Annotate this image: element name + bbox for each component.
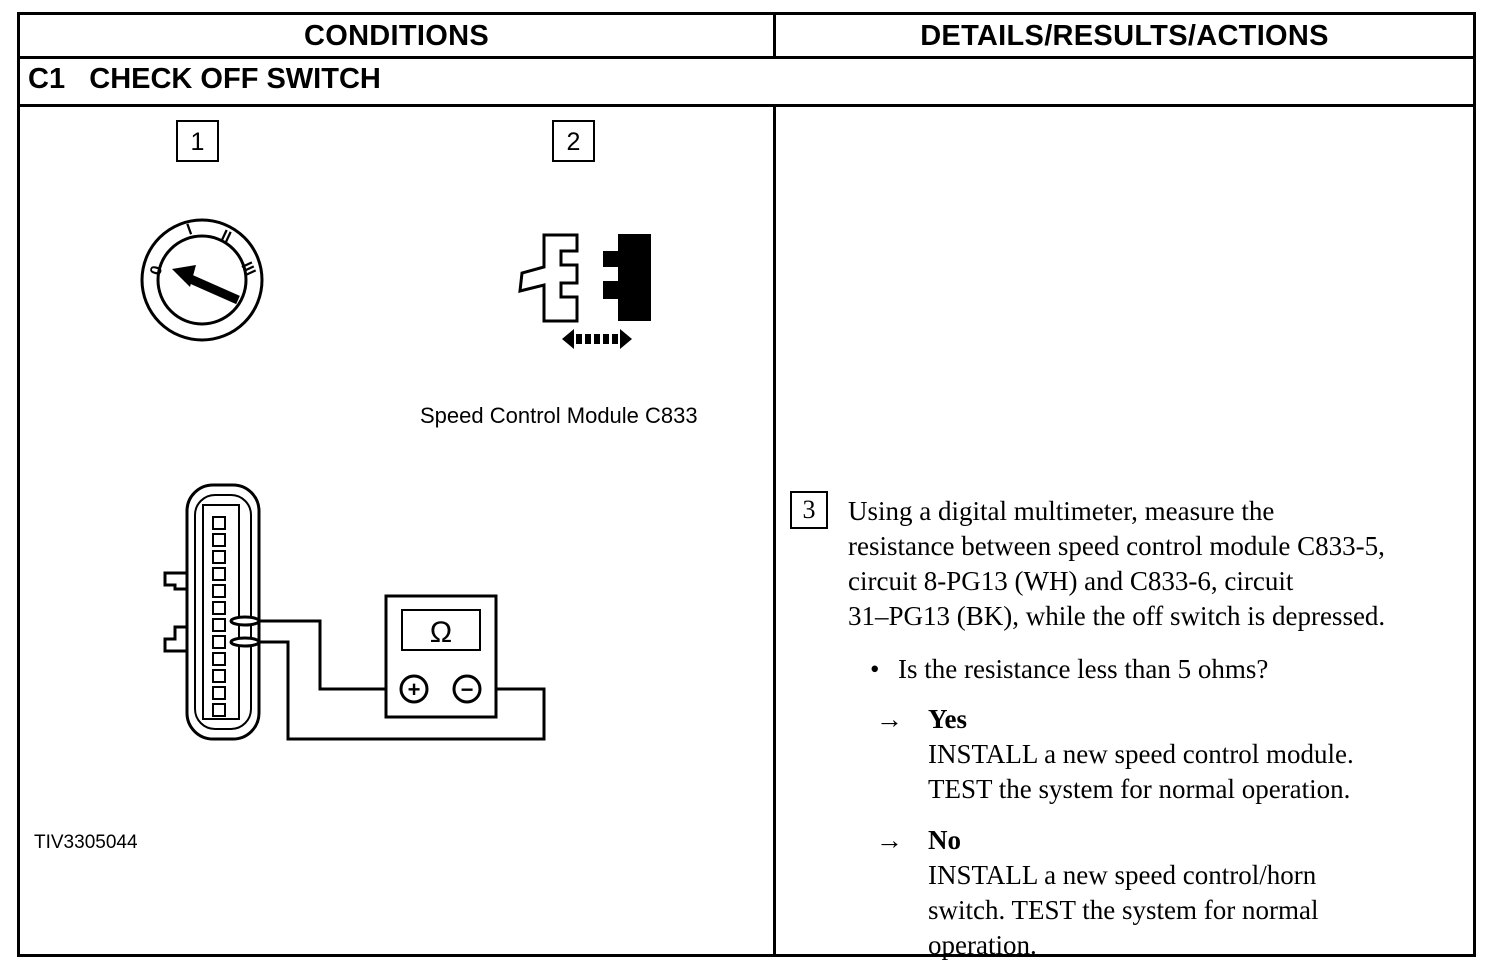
section-row: C1 CHECK OFF SWITCH xyxy=(20,59,1473,107)
ignition-pos-3: III xyxy=(237,260,258,279)
condition-illustration: 1 2 0 I II III xyxy=(34,120,698,853)
instruction-line: resistance between speed control module … xyxy=(848,531,1385,561)
action-line: TEST the system for normal operation. xyxy=(928,774,1351,804)
test-leads xyxy=(259,619,546,741)
details-header: DETAILS/RESULTS/ACTIONS xyxy=(920,20,1329,52)
header-row: CONDITIONS DETAILS/RESULTS/ACTIONS xyxy=(20,15,1473,59)
body-row: 1 2 0 I II III xyxy=(20,107,1476,960)
ohm-symbol: Ω xyxy=(430,616,452,649)
conditions-cell: 1 2 0 I II III xyxy=(20,107,773,954)
module-connector-icon xyxy=(163,483,261,741)
column-divider xyxy=(773,107,776,954)
step-1-label: 1 xyxy=(191,128,205,156)
ignition-switch-icon: 0 I II III xyxy=(140,218,264,342)
instruction-line: 31–PG13 (BK), while the off switch is de… xyxy=(848,601,1386,631)
step-2-box: 2 xyxy=(552,120,595,162)
connector-terminals xyxy=(212,516,226,717)
action-line: INSTALL a new speed control/horn xyxy=(928,860,1317,890)
result-yes-label: Yes xyxy=(928,704,967,734)
ignition-pos-0: 0 xyxy=(147,264,166,277)
result-no-label: No xyxy=(928,825,961,855)
connector-disconnect-icon xyxy=(518,233,651,349)
meter-plus-terminal: + xyxy=(408,677,421,702)
conditions-header: CONDITIONS xyxy=(20,15,776,56)
result-no-action: INSTALL a new speed control/horn switch.… xyxy=(928,858,1448,963)
action-line: switch. TEST the system for normal xyxy=(928,895,1319,925)
result-no: → No INSTALL a new speed control/horn sw… xyxy=(876,823,1456,960)
connector-caption: Speed Control Module C833 xyxy=(420,403,698,428)
instruction-line: circuit 8-PG13 (WH) and C833-6, circuit xyxy=(848,566,1294,596)
section-id: C1 xyxy=(28,63,66,95)
ignition-pos-1: I xyxy=(185,221,195,238)
step-1-box: 1 xyxy=(176,120,219,162)
action-line: operation. xyxy=(928,930,1037,960)
right-arrow-icon: → xyxy=(876,825,903,855)
result-yes-action: INSTALL a new speed control module. TEST… xyxy=(928,737,1448,807)
action-line: INSTALL a new speed control module. xyxy=(928,739,1354,769)
step-3-instructions: Using a digital multimeter, measure the … xyxy=(848,494,1473,634)
right-arrow-icon: → xyxy=(876,704,903,734)
figure-code: TIV3305044 xyxy=(34,832,138,853)
meter-minus-terminal: − xyxy=(461,677,474,702)
section-title: C1 CHECK OFF SWITCH xyxy=(28,63,381,96)
procedure-table: CONDITIONS DETAILS/RESULTS/ACTIONS C1 CH… xyxy=(17,12,1476,960)
multimeter-icon: Ω + − xyxy=(384,594,498,719)
details-cell: 3 Using a digital multimeter, measure th… xyxy=(776,107,1476,960)
question-text: Is the resistance less than 5 ohms? xyxy=(898,654,1269,684)
question-bullet: • Is the resistance less than 5 ohms? xyxy=(870,652,1470,687)
section-name: CHECK OFF SWITCH xyxy=(89,63,381,95)
step-3-box: 3 xyxy=(790,491,828,529)
bullet-icon: • xyxy=(870,654,880,684)
step-2-label: 2 xyxy=(567,128,581,156)
result-yes: → Yes INSTALL a new speed control module… xyxy=(876,702,1456,804)
instruction-line: Using a digital multimeter, measure the xyxy=(848,496,1275,526)
